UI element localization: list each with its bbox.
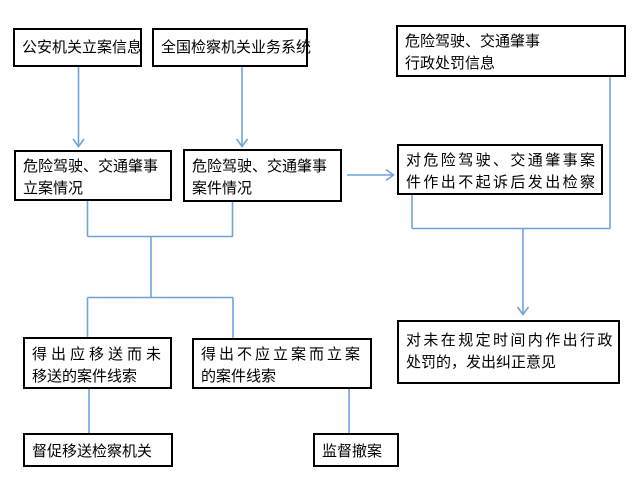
node-label: 处罚的，发出纠正意见 — [406, 353, 557, 371]
node-supervise-case-withdrawal: 监督撤案 — [313, 433, 399, 467]
node-label: 危险驾驶、交通肇事 — [23, 157, 159, 175]
arrowhead-down-icon — [235, 138, 249, 148]
node-label: 危险驾驶、交通肇事 — [405, 32, 541, 50]
node-label: 的案件线索 — [201, 367, 277, 385]
node-correction-opinion: 对未在规定时间内作出行政 处罚的，发出纠正意见 — [397, 320, 620, 384]
node-label: 案件情况 — [192, 179, 253, 197]
node-case-filing-status: 危险驾驶、交通肇事 立案情况 — [14, 150, 172, 201]
node-admin-penalty-info: 危险驾驶、交通肇事 行政处罚信息 — [396, 25, 626, 77]
node-label: 对危险驾驶、交通肇事案 — [406, 151, 598, 169]
node-label: 公安机关立案信息 — [22, 38, 143, 56]
node-label: 对未在规定时间内作出行政 — [406, 331, 615, 349]
arrowhead-down-icon — [72, 138, 85, 148]
node-police-case-filing-info: 公安机关立案信息 — [13, 28, 142, 67]
node-clues-wrongly-filed: 得出不应立案而立案 的案件线索 — [192, 338, 372, 389]
node-non-prosecution-notice: 对危险驾驶、交通肇事案 件作出不起诉后发出检察 — [397, 144, 603, 195]
node-label: 移送的案件线索 — [32, 367, 138, 385]
node-label: 得出不应立案而立案 — [201, 345, 364, 363]
node-case-status: 危险驾驶、交通肇事 案件情况 — [183, 149, 342, 202]
node-label: 得出应移送而未 — [32, 345, 166, 363]
node-label: 全国检察机关业务系统 — [161, 38, 312, 56]
node-label: 行政处罚信息 — [405, 54, 496, 72]
node-clues-not-transferred: 得出应移送而未 移送的案件线索 — [23, 337, 172, 389]
arrowhead-right-icon — [385, 168, 395, 182]
node-procuratorate-business-system: 全国检察机关业务系统 — [152, 28, 312, 67]
node-label: 件作出不起诉后发出检察 — [406, 173, 598, 191]
node-urge-transfer: 督促移送检察机关 — [23, 433, 173, 467]
arrowhead-down-icon — [516, 306, 530, 316]
node-label: 监督撤案 — [322, 442, 383, 460]
node-label: 督促移送检察机关 — [32, 442, 153, 460]
node-label: 危险驾驶、交通肇事 — [192, 157, 328, 175]
node-label: 立案情况 — [23, 179, 84, 197]
